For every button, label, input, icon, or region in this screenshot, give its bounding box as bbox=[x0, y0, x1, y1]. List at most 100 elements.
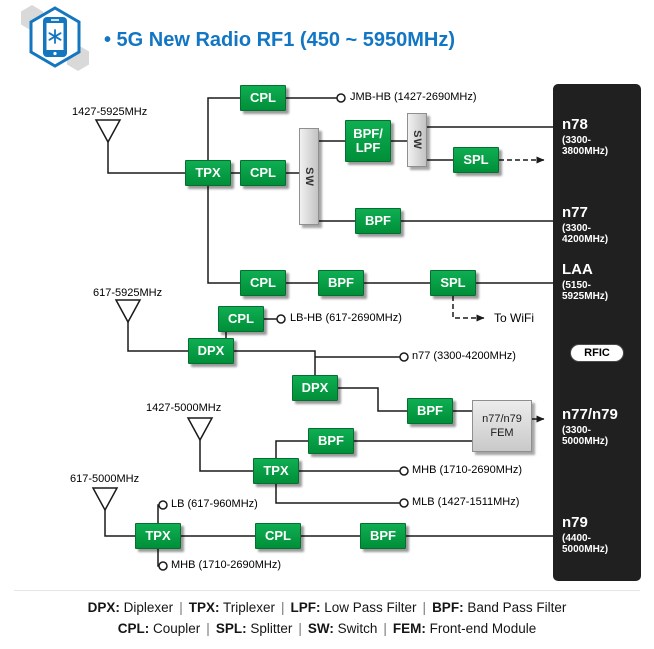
rfic-panel: n78 (3300-3800MHz) n77 (3300-4200MHz) LA… bbox=[553, 84, 641, 581]
legend-divider bbox=[14, 590, 640, 591]
block-fem: n77/n79 FEM bbox=[472, 400, 532, 452]
legend-separator: | bbox=[298, 621, 302, 636]
connector-lines bbox=[104, 97, 553, 567]
band-range: (3300-4200MHz) bbox=[562, 223, 609, 245]
band-name: n77/n79 bbox=[562, 406, 618, 423]
block-label: DPX bbox=[197, 343, 225, 359]
block-label: LPF bbox=[355, 140, 381, 155]
band-name: n78 bbox=[562, 116, 588, 133]
block-cpl-jmb: CPL bbox=[240, 85, 286, 111]
block-label: CPL bbox=[265, 528, 291, 544]
legend-row-2: CPL: Coupler | SPL: Splitter | SW: Switch | FE… bbox=[0, 618, 654, 639]
block-tpx-antenna3: TPX bbox=[253, 458, 299, 484]
port-label-n77: n77 (3300-4200MHz) bbox=[412, 350, 516, 362]
band-range: (3300-5000MHz) bbox=[562, 425, 609, 447]
block-label: CPL bbox=[250, 90, 276, 106]
band-n77: n77 (3300-4200MHz) bbox=[562, 204, 634, 245]
legend-item-tpx: TPX: Triplexer bbox=[188, 600, 275, 615]
band-range: (4400-5000MHz) bbox=[562, 533, 609, 555]
port-circle-mhb-1 bbox=[399, 466, 409, 476]
band-laa: LAA (5150-5925MHz) bbox=[562, 261, 634, 302]
block-label: BPF/ bbox=[353, 126, 383, 142]
dashed-arrows bbox=[452, 156, 545, 423]
antenna-icons bbox=[91, 119, 214, 512]
block-spl-n78: SPL bbox=[453, 147, 499, 173]
block-label: SPL bbox=[463, 152, 489, 168]
port-circle-lb-hb bbox=[276, 314, 286, 324]
block-bpf-fem-lower: BPF bbox=[308, 428, 354, 454]
block-tpx-antenna4: TPX bbox=[135, 523, 181, 549]
block-label: SW bbox=[411, 130, 424, 150]
block-cpl-switch: CPL bbox=[240, 160, 286, 186]
antenna-label-2: 617-5925MHz bbox=[93, 287, 163, 299]
legend-separator: | bbox=[422, 600, 427, 615]
block-label: TPX bbox=[195, 165, 221, 181]
legend-item-cpl: CPL: Coupler bbox=[117, 621, 201, 636]
block-cpl-laa: CPL bbox=[240, 270, 286, 296]
block-sw-1: SW bbox=[299, 128, 319, 225]
block-label: CPL bbox=[250, 165, 276, 181]
block-label: SPL bbox=[440, 275, 466, 291]
block-dpx-n77: DPX bbox=[292, 375, 338, 401]
block-label: BPF bbox=[370, 528, 396, 544]
legend-separator: | bbox=[281, 600, 285, 615]
page-title: • 5G New Radio RF1 (450 ~ 5950MHz) bbox=[104, 29, 456, 51]
legend-separator: | bbox=[179, 600, 183, 615]
block-label: CPL bbox=[228, 311, 254, 327]
phone-home-button bbox=[53, 51, 57, 56]
antenna-icon-2 bbox=[114, 299, 142, 324]
band-name: LAA bbox=[562, 261, 593, 278]
block-label: BPF bbox=[318, 433, 344, 449]
port-circle-jmb-hb bbox=[336, 93, 346, 103]
block-tpx-antenna1: TPX bbox=[185, 160, 231, 186]
block-sw-2: SW bbox=[407, 113, 427, 167]
legend-separator: | bbox=[206, 621, 210, 636]
block-bpf-n77: BPF bbox=[355, 208, 401, 234]
antenna-label-4: 617-5000MHz bbox=[70, 473, 140, 485]
snowflake-icon bbox=[48, 29, 62, 44]
antenna-label-3: 1427-5000MHz bbox=[146, 402, 222, 414]
legend-item-spl: SPL: Splitter bbox=[215, 621, 293, 636]
port-label-mhb-1: MHB (1710-2690MHz) bbox=[412, 464, 523, 476]
antenna-icon-1 bbox=[94, 119, 122, 144]
block-label: TPX bbox=[263, 463, 289, 479]
rfic-chip: RFIC bbox=[570, 344, 624, 362]
block-dpx-antenna2: DPX bbox=[188, 338, 234, 364]
port-label-lb: LB (617-960MHz) bbox=[171, 498, 258, 510]
block-bpf-lpf: BPF/LPF bbox=[345, 120, 391, 162]
block-label: DPX bbox=[301, 380, 329, 396]
legend-row-1: DPX: Diplexer | TPX: Triplexer | LPF: Low Pa… bbox=[0, 597, 654, 618]
band-range: (3300-3800MHz) bbox=[562, 135, 609, 157]
block-cpl-lbhb: CPL bbox=[218, 306, 264, 332]
band-n77-n79: n77/n79 (3300-5000MHz) bbox=[562, 406, 634, 447]
legend-item-lpf: LPF: Low Pass Filter bbox=[290, 600, 417, 615]
legend-item-sw: SW: Switch bbox=[307, 621, 378, 636]
block-label: SW bbox=[303, 166, 316, 187]
band-n78: n78 (3300-3800MHz) bbox=[562, 116, 634, 157]
block-cpl-n79: CPL bbox=[255, 523, 301, 549]
block-bpf-fem-upper: BPF bbox=[407, 398, 453, 424]
port-circle-n77 bbox=[399, 352, 409, 362]
block-bpf-n79: BPF bbox=[360, 523, 406, 549]
port-label-lb-hb: LB-HB (617-2690MHz) bbox=[290, 312, 402, 324]
band-name: n79 bbox=[562, 514, 588, 531]
block-label: CPL bbox=[250, 275, 276, 291]
legend: DPX: Diplexer | TPX: Triplexer | LPF: Low Pa… bbox=[0, 597, 654, 639]
block-spl-laa: SPL bbox=[430, 270, 476, 296]
port-circle-mhb-2 bbox=[158, 561, 168, 571]
band-name: n77 bbox=[562, 204, 588, 221]
block-label: TPX bbox=[145, 528, 171, 544]
antenna-icon-3 bbox=[186, 417, 214, 442]
band-n79: n79 (4400-5000MHz) bbox=[562, 514, 634, 555]
block-label: BPF bbox=[328, 275, 354, 291]
block-label: n77/n79 bbox=[482, 412, 522, 425]
band-range: (5150-5925MHz) bbox=[562, 280, 609, 302]
legend-item-bpf: BPF: Band Pass Filter bbox=[432, 600, 567, 615]
block-label: BPF bbox=[417, 403, 443, 419]
port-circle-lb bbox=[158, 500, 168, 510]
legend-item-dpx: DPX: Diplexer bbox=[87, 600, 174, 615]
legend-item-fem: FEM: Front-end Module bbox=[392, 621, 537, 636]
legend-separator: | bbox=[383, 621, 387, 636]
